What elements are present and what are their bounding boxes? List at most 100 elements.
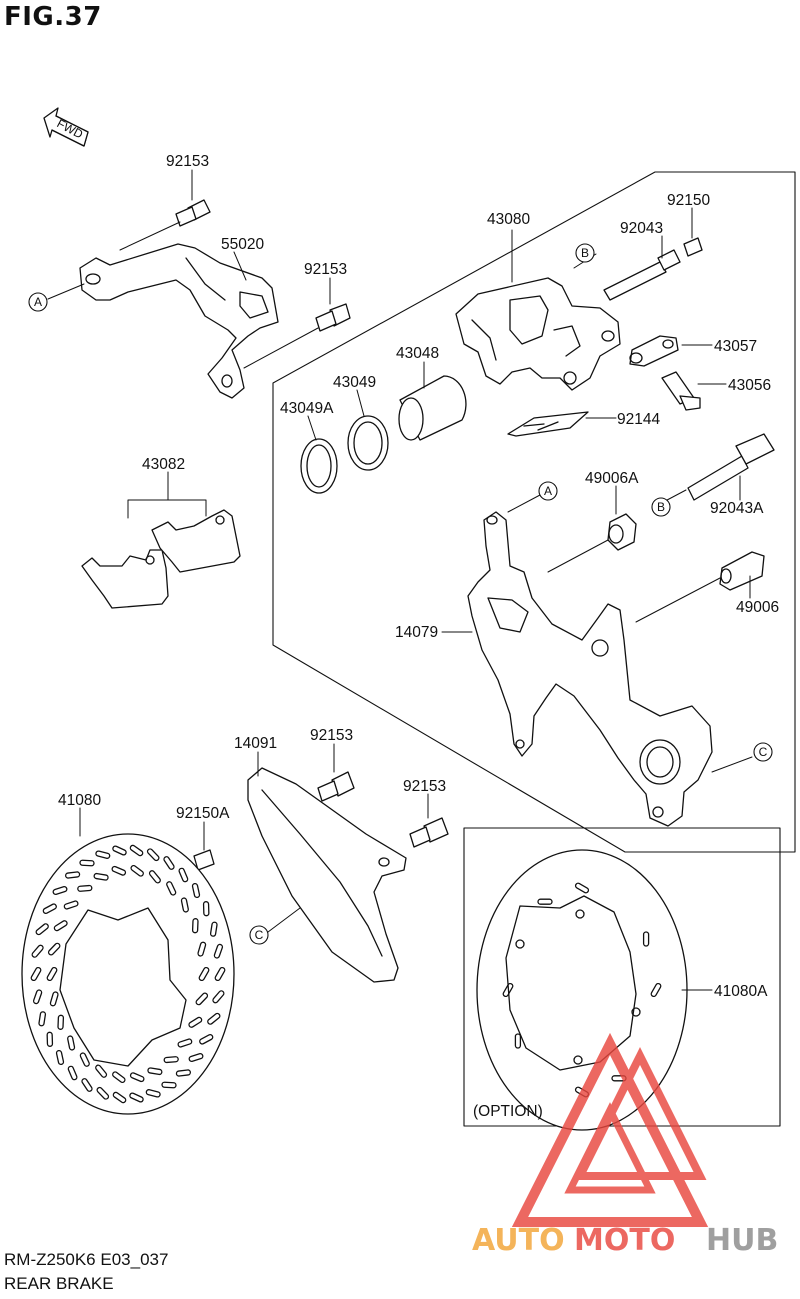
bolt-92153-mid	[243, 303, 351, 369]
disc-slot	[129, 844, 144, 857]
callout-b-pin: B	[657, 500, 665, 514]
disc-slot	[188, 1052, 204, 1063]
disc-slot	[79, 859, 95, 867]
seal-43049A	[300, 438, 338, 494]
disc-slot	[199, 1034, 214, 1045]
disc-slot	[213, 943, 224, 959]
part-label-92043A: 92043A	[710, 500, 764, 517]
callout-circles	[28, 243, 773, 945]
disc-slot	[95, 850, 111, 859]
disc-slot	[209, 921, 218, 937]
part-label-14079: 14079	[395, 624, 438, 641]
disc-slot	[161, 1081, 177, 1089]
disc-slot	[111, 865, 127, 876]
figure-title: FIG.37	[4, 2, 102, 32]
disc-slot	[214, 966, 226, 982]
watermark-moto: MOTO	[574, 1223, 675, 1258]
part-label-43048: 43048	[396, 345, 439, 362]
disc-slot	[195, 992, 209, 1006]
disc-slot	[177, 1038, 193, 1048]
disc-slot	[130, 864, 144, 877]
part-label-43080: 43080	[487, 211, 530, 228]
spring-92144	[507, 411, 589, 437]
part-label-92144: 92144	[617, 411, 660, 428]
disc-slot	[67, 1065, 78, 1081]
disc-slot	[202, 901, 210, 917]
disc-slot	[642, 931, 650, 947]
bushing-49006	[719, 551, 765, 591]
part-label-43082: 43082	[142, 456, 185, 473]
bleeder-43056	[661, 371, 701, 411]
watermark-hub: HUB	[706, 1223, 778, 1258]
part-label-14091: 14091	[234, 735, 277, 752]
bolt-92153-guard1	[317, 771, 355, 802]
caliper-bracket-14079	[467, 511, 713, 827]
disc-slot	[207, 1012, 221, 1025]
disc-slot	[514, 1033, 522, 1049]
callout-a-mount: A	[544, 484, 552, 498]
pads-43082	[81, 509, 241, 609]
disc-slot	[46, 966, 58, 982]
disc-slot	[129, 1072, 145, 1083]
part-label-49006A: 49006A	[585, 470, 639, 487]
bolt-92150A	[193, 849, 215, 871]
disc-slot	[35, 923, 49, 936]
disc-slot	[63, 900, 79, 910]
disc-slot	[178, 867, 189, 883]
disc-slot	[191, 882, 201, 899]
disc-slot	[31, 944, 44, 958]
plug-92150	[683, 237, 703, 257]
disc-slot	[197, 941, 207, 957]
part-label-43049: 43049	[333, 374, 376, 391]
disc-slot	[650, 982, 662, 998]
disc-slot	[191, 918, 199, 934]
option-box	[463, 827, 781, 1127]
disc-slot	[166, 881, 177, 896]
disc-slot	[180, 897, 189, 913]
disc-slot	[145, 1089, 161, 1098]
bolt-92153-guard2	[409, 817, 449, 848]
disc-slot	[147, 1067, 163, 1076]
leader-lines	[47, 169, 753, 991]
disc-slot	[53, 920, 68, 932]
piston-43048	[398, 375, 467, 441]
disc-slot	[42, 903, 57, 914]
part-label-43056: 43056	[728, 377, 771, 394]
disc-slot	[502, 982, 514, 998]
disc-slot	[148, 870, 161, 884]
callout-a-bracket: A	[34, 295, 42, 309]
part-label-43057: 43057	[714, 338, 757, 355]
disc-slot	[112, 1071, 126, 1084]
disc-slot	[146, 848, 160, 862]
figure-code: RM-Z250K6 E03_037	[4, 1250, 169, 1269]
washer-43057	[629, 335, 679, 367]
part-label-41080A: 41080A	[714, 983, 768, 1000]
caliper-group-outline	[272, 171, 796, 853]
disc-slot	[95, 1064, 108, 1078]
callout-c-guard: C	[255, 928, 264, 942]
disc-slot	[32, 989, 43, 1005]
bolt-92153-top	[119, 199, 211, 251]
callout-b-caliper: B	[581, 246, 589, 260]
seal-43049	[347, 415, 389, 471]
disc-slot	[81, 1078, 93, 1092]
disc-slot	[49, 991, 59, 1007]
part-label-92153-top: 92153	[166, 153, 209, 170]
disc-slot	[537, 898, 553, 905]
disc-slot	[52, 885, 68, 896]
disc-slot	[112, 1091, 127, 1104]
disc-slot	[67, 1035, 76, 1051]
part-label-92153-guard1: 92153	[310, 727, 353, 744]
disc-slot	[96, 1086, 110, 1100]
watermark-auto: AUTO	[472, 1223, 565, 1258]
caliper-43080	[455, 277, 621, 391]
disc-slot	[38, 1011, 47, 1027]
disc-slot	[163, 1056, 179, 1064]
disc-slot	[79, 1052, 90, 1067]
part-label-92043: 92043	[620, 220, 663, 237]
disc-slot	[64, 871, 81, 879]
part-label-92150A: 92150A	[176, 805, 230, 822]
part-label-49006: 49006	[736, 599, 779, 616]
